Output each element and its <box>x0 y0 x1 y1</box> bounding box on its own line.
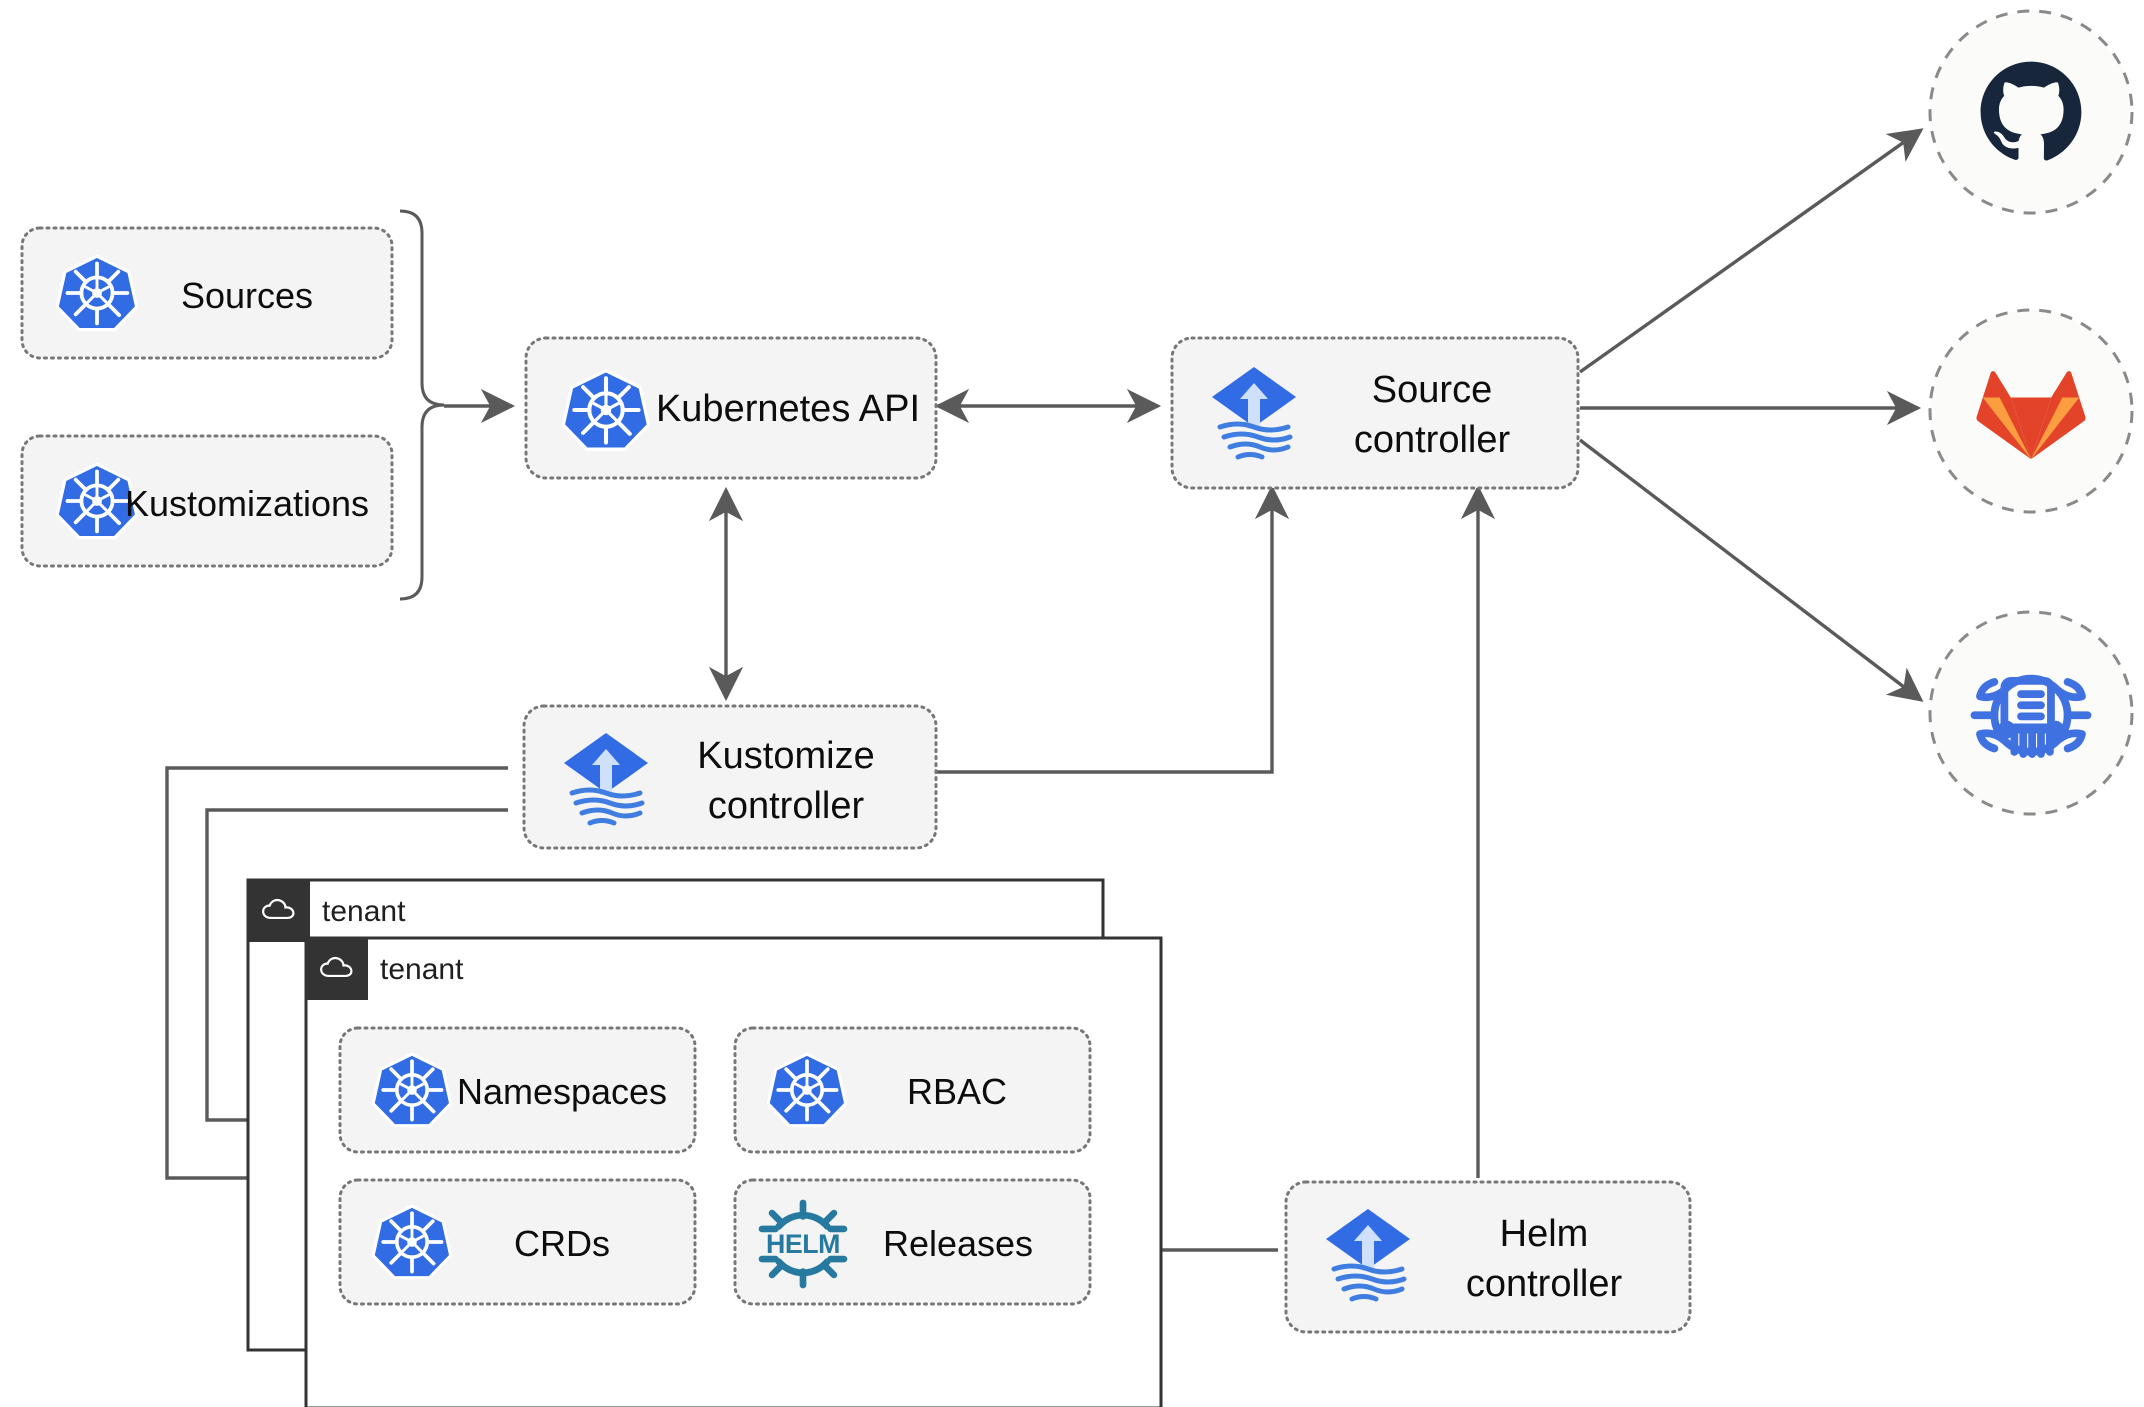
node-source-controller[interactable]: Source controller <box>1170 336 1580 490</box>
node-label: Releases <box>883 1223 1033 1264</box>
tenant-outer-header <box>248 880 310 942</box>
edge-kustomize-to-tenant-outer <box>165 766 508 1196</box>
node-kustomizations[interactable]: Kustomizations <box>20 434 394 568</box>
node-helm-controller[interactable]: Helm controller <box>1284 1180 1692 1334</box>
node-rbac[interactable]: RBAC <box>733 1026 1092 1154</box>
node-github[interactable] <box>1928 9 2134 215</box>
node-label: Kustomizations <box>125 483 369 524</box>
node-sources[interactable]: Sources <box>20 226 394 360</box>
node-label: RBAC <box>907 1071 1007 1112</box>
node-crds[interactable]: CRDs <box>338 1178 697 1306</box>
node-kustomize-controller[interactable]: Kustomize controller <box>522 704 938 850</box>
edge-source-to-bucket <box>1578 438 1924 702</box>
node-label: CRDs <box>514 1223 610 1264</box>
node-label: Kubernetes API <box>656 388 920 430</box>
node-label-line1: Helm <box>1500 1213 1589 1255</box>
tenant-inner-container[interactable] <box>304 936 1163 1407</box>
node-releases[interactable]: Releases <box>733 1178 1092 1306</box>
edge-layer <box>165 128 1924 1268</box>
node-label-line1: Source <box>1372 369 1492 411</box>
node-kubernetes-api[interactable]: Kubernetes API <box>524 336 938 480</box>
edge-kustomize-to-source-controller <box>936 484 1290 774</box>
edge-source-to-github <box>1579 128 1924 374</box>
helm-icon <box>762 1203 844 1285</box>
grouping-brace <box>399 209 445 601</box>
node-label: Sources <box>181 275 313 316</box>
node-namespaces[interactable]: Namespaces <box>338 1026 697 1154</box>
node-bucket[interactable] <box>1928 610 2134 816</box>
node-label-line2: controller <box>708 785 865 827</box>
node-label-line1: Kustomize <box>697 735 874 777</box>
node-label-line2: controller <box>1354 419 1511 461</box>
tenant-outer-label: tenant <box>322 895 406 928</box>
node-label-line2: controller <box>1466 1263 1623 1305</box>
tenant-inner-label: tenant <box>380 953 464 986</box>
node-label: Namespaces <box>457 1071 667 1112</box>
node-gitlab[interactable] <box>1928 308 2134 514</box>
tenant-inner-header <box>306 938 368 1000</box>
